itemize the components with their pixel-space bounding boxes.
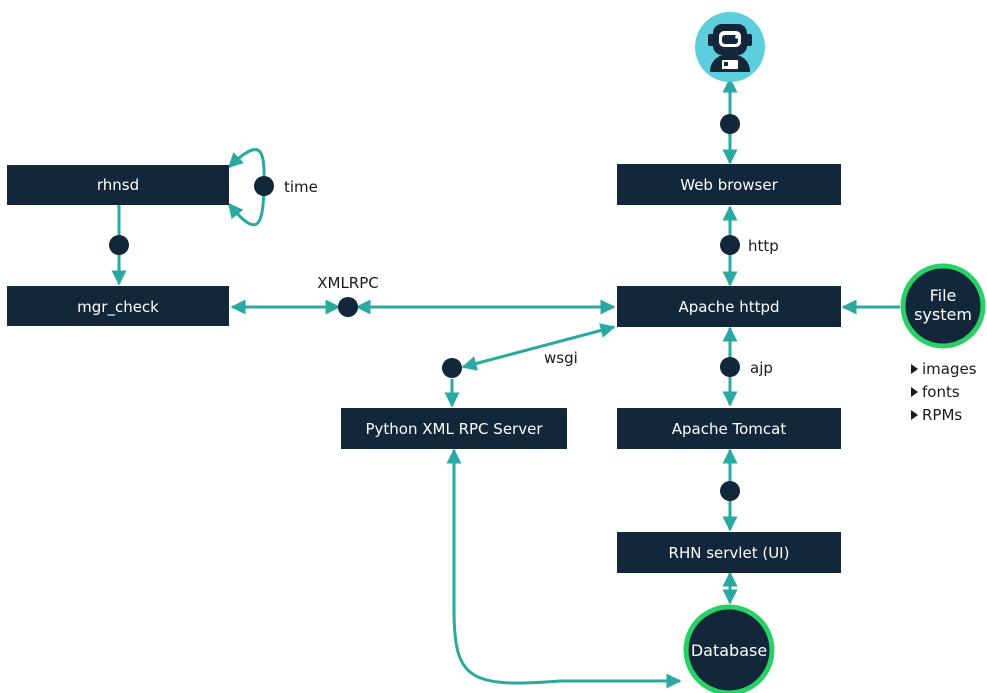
web-browser-node: Web browser	[617, 164, 841, 205]
rhn-servlet-node: RHN servlet (UI)	[617, 532, 841, 573]
bullet-triangle-icon	[911, 387, 918, 397]
list-item: RPMs	[911, 406, 962, 424]
bullet-triangle-icon	[911, 410, 918, 420]
list-item-label: images	[922, 360, 977, 378]
ajp-dot	[720, 357, 740, 377]
file-system-contents-list: images fonts RPMs	[911, 360, 977, 424]
wsgi-dot	[442, 358, 462, 378]
apache-tomcat-node: Apache Tomcat	[617, 408, 841, 449]
database-label: Database	[691, 641, 767, 660]
rhn-servlet-label: RHN servlet (UI)	[669, 544, 790, 562]
python-xmlrpc-label: Python XML RPC Server	[365, 420, 543, 438]
apache-httpd-node: Apache httpd	[617, 286, 841, 327]
rhnsd-time-dot	[254, 176, 274, 196]
list-item: fonts	[911, 383, 960, 401]
xmlrpc-label: XMLRPC	[317, 274, 379, 292]
database-node: Database	[683, 604, 775, 693]
httpd-wsgi-connector	[461, 323, 616, 371]
bullet-triangle-icon	[911, 364, 918, 374]
apache-httpd-label: Apache httpd	[678, 298, 779, 316]
time-label: time	[284, 178, 318, 196]
rhnsd-label: rhnsd	[97, 176, 139, 194]
xmlrpc-dot	[338, 297, 358, 317]
list-item-label: RPMs	[922, 406, 962, 424]
apache-tomcat-label: Apache Tomcat	[672, 420, 787, 438]
http-label: http	[748, 237, 779, 255]
file-system-label-line2: system	[914, 305, 972, 324]
mgr-check-node: mgr_check	[7, 286, 229, 326]
python-database-connector	[446, 448, 682, 689]
astronaut-user-icon	[695, 12, 765, 82]
list-item-label: fonts	[922, 383, 960, 401]
user-browser-dot	[720, 114, 740, 134]
web-browser-label: Web browser	[680, 176, 778, 194]
mgr-check-label: mgr_check	[77, 298, 159, 317]
ajp-label: ajp	[750, 359, 773, 377]
rhnsd-node: rhnsd	[7, 165, 229, 205]
tomcat-servlet-dot	[720, 481, 740, 501]
http-dot	[720, 235, 740, 255]
file-system-node: File system	[900, 263, 986, 349]
file-system-label-line1: File	[930, 286, 957, 305]
wsgi-label: wsgi	[544, 349, 578, 367]
python-xmlrpc-node: Python XML RPC Server	[341, 408, 567, 449]
list-item: images	[911, 360, 977, 378]
rhnsd-mgr-check-dot	[109, 235, 129, 255]
